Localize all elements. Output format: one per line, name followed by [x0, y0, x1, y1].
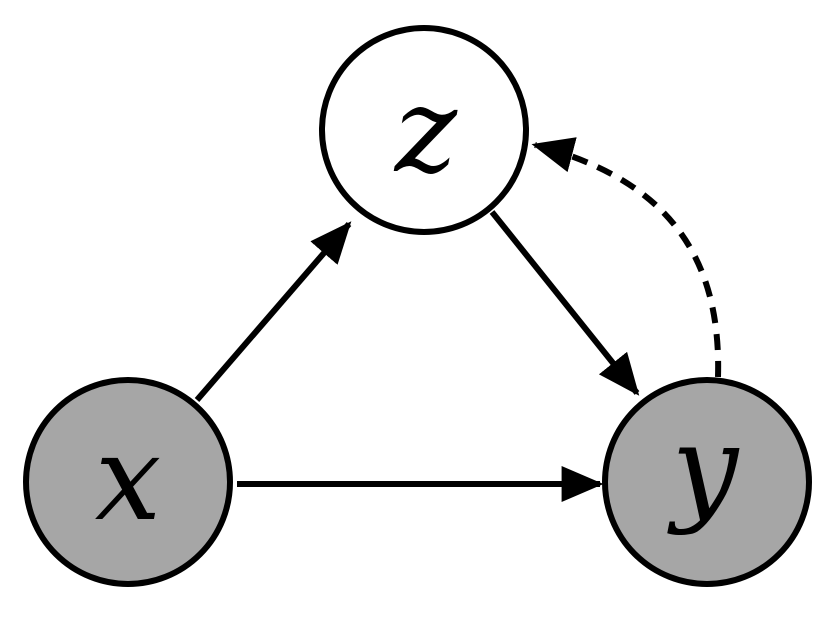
- node-z-circle: [319, 25, 529, 235]
- node-y-label: y: [667, 399, 740, 537]
- node-y-circle: [602, 377, 812, 587]
- edge-z-to-y: [489, 210, 640, 396]
- edge-y-to-z-dashed: [531, 137, 722, 378]
- node-z-label: z: [393, 61, 458, 199]
- node-y: y: [602, 377, 812, 587]
- node-x-circle: [23, 377, 233, 587]
- node-x: x: [23, 377, 233, 587]
- edge-x-to-z: [194, 221, 352, 402]
- node-z: z: [319, 25, 529, 235]
- node-x-label: x: [95, 409, 162, 547]
